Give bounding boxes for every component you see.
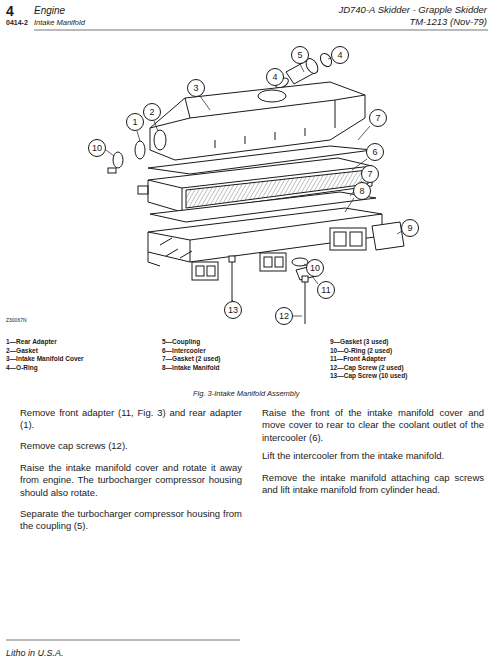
body-text: Remove front adapter (11, Fig. 3) and re… [20,407,242,432]
callout-number: 13 [224,301,242,319]
body-text: Remove cap screws (12). [20,440,242,452]
manual-title: JD740-A Skidder - Grapple Skidder [338,5,487,16]
callout-number: 10 [306,259,324,277]
part-name: 12—Cap Screw (2 used) [330,364,404,371]
page-number: 4 [6,3,14,19]
footer-text: Litho in U.S.A. [6,648,64,658]
header-rule [34,30,488,31]
callout-number: 6 [366,143,384,161]
callout-number: 4 [331,46,349,64]
gasket [372,222,404,250]
callout-number: 7 [369,109,387,127]
part-name: 9—Gasket (3 used) [330,338,389,345]
callout-number: 7 [361,165,379,183]
callout-number: 1 [126,113,144,131]
part-name: 13—Cap Screw (10 used) [330,372,407,379]
part-name: 1—Rear Adapter [6,338,57,345]
cap-screw [160,238,308,324]
footer-rule [6,640,240,641]
body-text: Remove the intake manifold attaching cap… [262,472,484,497]
callout-number: 5 [291,46,309,64]
figure-caption: Fig. 3-Intake Manifold Assembly [193,390,299,399]
callout-number: 9 [401,219,419,237]
part-name: 6—Intercooler [162,347,206,354]
callout-number: 11 [317,281,335,299]
body-text: Raise the front of the intake manifold c… [262,407,484,444]
part-name: 11—Front Adapter [330,355,386,362]
part-name: 5—Coupling [162,338,200,345]
body-text: Raise the intake manifold cover and rota… [20,462,242,499]
callout-number: 10 [88,139,106,157]
callout-number: 12 [275,307,293,325]
callout-number: 2 [143,103,161,121]
part-name: 7—Gasket (2 used) [162,355,221,362]
body-text: Separate the turbocharger compressor hou… [20,508,242,533]
section-subtitle: Intake Manifold [34,19,85,28]
part-name: 3—Intake Manifold Cover [6,355,84,362]
part-name: 4—O-Ring [6,364,38,371]
part-name: 8—Intake Manifold [162,364,219,371]
part-name: 10—O-Ring (2 used) [330,347,392,354]
part-name: 2—Gasket [6,347,38,354]
figure-code: Z30067N [6,318,27,324]
leader-line [106,58,402,316]
intake-manifold [148,208,382,280]
section-number: 0414-2 [6,19,28,27]
callout-number: 8 [353,182,371,200]
manual-number: TM-1213 (Nov-79) [409,17,487,28]
section-title: Engine [34,5,65,17]
body-text: Lift the intercooler from the intake man… [262,450,484,462]
callout-number: 4 [266,68,284,86]
callout-number: 3 [187,79,205,97]
